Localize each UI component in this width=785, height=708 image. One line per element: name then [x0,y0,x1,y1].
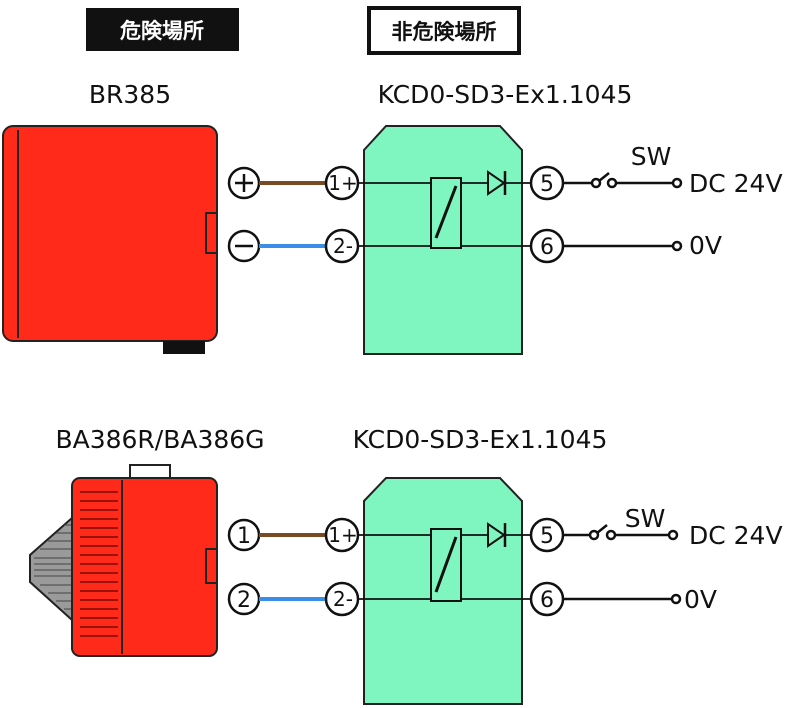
bottom-terminal-1: 1+ [324,517,360,553]
hazardous-area-label: 危険場所 [120,19,204,43]
svg-text:6: 6 [540,588,554,613]
svg-text:1+: 1+ [328,171,357,195]
br385-device [2,125,218,354]
top-switch-icon [563,172,683,189]
bottom-supply-positive: DC 24V [689,521,783,550]
svg-text:5: 5 [540,172,554,197]
ba386-device [29,464,218,657]
top-terminal-2: 2- [324,228,360,264]
svg-text:1: 1 [237,524,251,549]
bottom-supply-zero: 0V [684,585,717,614]
top-barrier-name: KCD0-SD3-Ex1.1045 [378,80,633,109]
top-device-plus-terminal [227,166,261,200]
bottom-diode-icon [487,522,507,548]
bottom-device-name: BA386R/BA386G [55,425,264,454]
svg-text:1+: 1+ [328,523,357,547]
bottom-terminal-2: 2- [324,581,360,617]
top-device-minus-terminal [227,229,261,263]
top-terminal-6: 6 [529,228,565,264]
top-terminal-1: 1+ [324,165,360,201]
svg-text:2-: 2- [333,234,353,258]
bottom-barrier-circuit [358,528,533,602]
bottom-barrier-name: KCD0-SD3-Ex1.1045 [353,425,608,454]
bottom-zero-wire [563,593,682,605]
non-hazardous-area-box [367,6,521,55]
bottom-switch-label: SW [625,504,666,533]
bottom-device-terminal-1: 1 [227,518,261,552]
svg-text:6: 6 [540,235,554,260]
bottom-terminal-5: 5 [529,517,565,553]
top-supply-positive: DC 24V [689,169,783,198]
svg-text:2: 2 [237,588,251,613]
top-supply-zero: 0V [689,231,722,260]
top-device-name: BR385 [89,80,171,109]
top-diode-icon [487,170,507,196]
svg-text:2-: 2- [333,587,353,611]
top-terminal-5: 5 [529,165,565,201]
non-hazardous-area-label: 非危険場所 [392,20,497,44]
svg-text:5: 5 [540,524,554,549]
bottom-switch-icon [563,524,679,541]
top-zero-wire [563,240,683,252]
bottom-terminal-6: 6 [529,581,565,617]
bottom-device-terminal-2: 2 [227,582,261,616]
top-switch-label: SW [631,142,672,171]
hazardous-area-box [86,8,239,51]
